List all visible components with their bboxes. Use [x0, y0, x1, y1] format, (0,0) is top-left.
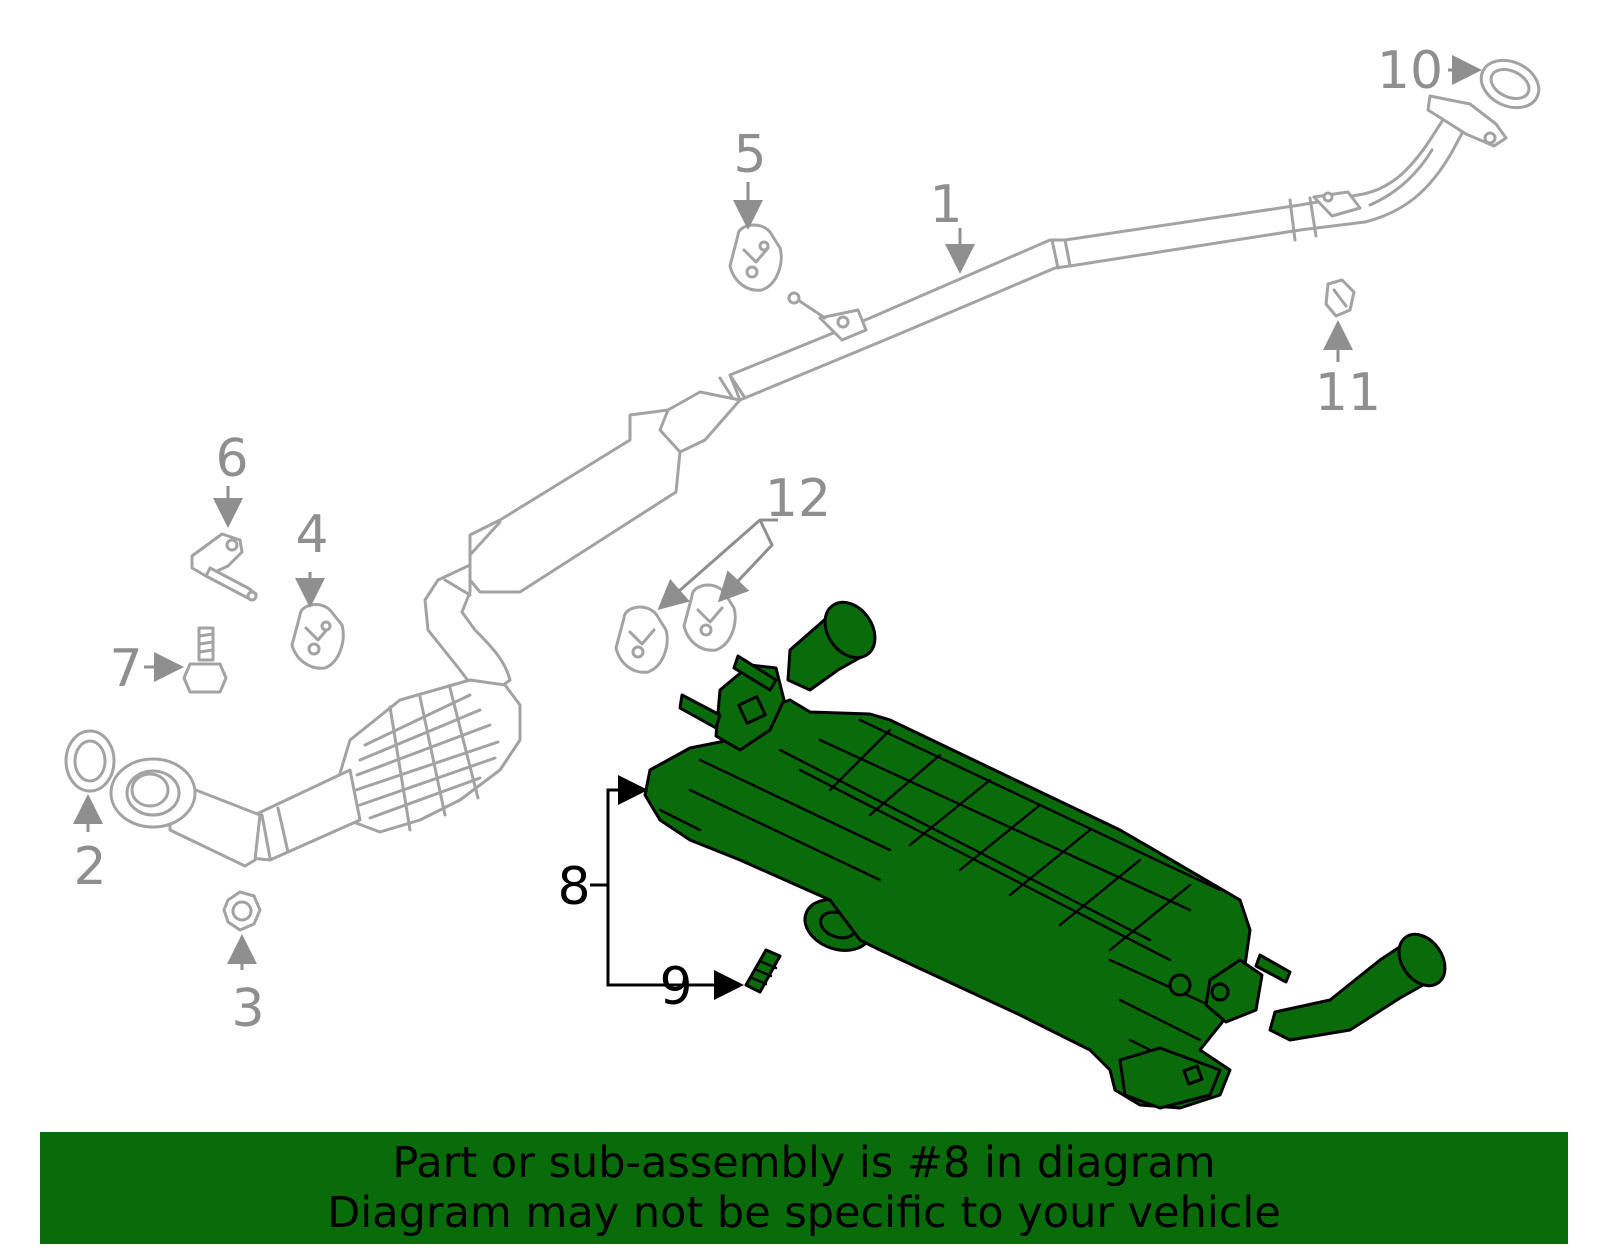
- callout-8: 8: [557, 857, 590, 917]
- part-2-gasket[interactable]: [64, 729, 116, 793]
- part-3-nut[interactable]: [222, 890, 262, 932]
- part-9-stud[interactable]: [744, 948, 782, 994]
- callout-4: 4: [295, 505, 328, 565]
- part-6-bracket[interactable]: [190, 532, 258, 602]
- callout-11: 11: [1315, 363, 1381, 423]
- callout-10: 10: [1377, 41, 1443, 101]
- part-5-insulator[interactable]: [728, 223, 783, 292]
- part-4-insulator[interactable]: [290, 603, 345, 670]
- callout-12: 12: [765, 469, 831, 529]
- part-11-nut[interactable]: [1324, 278, 1356, 318]
- callout-7: 7: [109, 639, 142, 699]
- callout-3: 3: [231, 979, 264, 1039]
- part-12-insulators[interactable]: [614, 583, 737, 674]
- callout-2: 2: [73, 837, 106, 897]
- catalytic-converter-front-pipe[interactable]: [109, 678, 522, 868]
- part-7-bolt[interactable]: [182, 626, 228, 694]
- part-10-gasket[interactable]: [1474, 51, 1547, 116]
- callout-6: 6: [215, 429, 248, 489]
- part-1-intermediate-pipe[interactable]: [423, 94, 1508, 697]
- info-banner: Part or sub-assembly is #8 in diagram Di…: [40, 1132, 1568, 1244]
- banner-line-part: Part or sub-assembly is #8 in diagram: [392, 1138, 1216, 1188]
- part-8-muffler-highlighted[interactable]: [643, 593, 1454, 1110]
- leader-lines: [73, 55, 1482, 1000]
- callout-5: 5: [733, 125, 766, 185]
- banner-line-disclaimer: Diagram may not be specific to your vehi…: [327, 1188, 1281, 1238]
- callout-1: 1: [929, 175, 962, 235]
- callout-9: 9: [659, 957, 692, 1017]
